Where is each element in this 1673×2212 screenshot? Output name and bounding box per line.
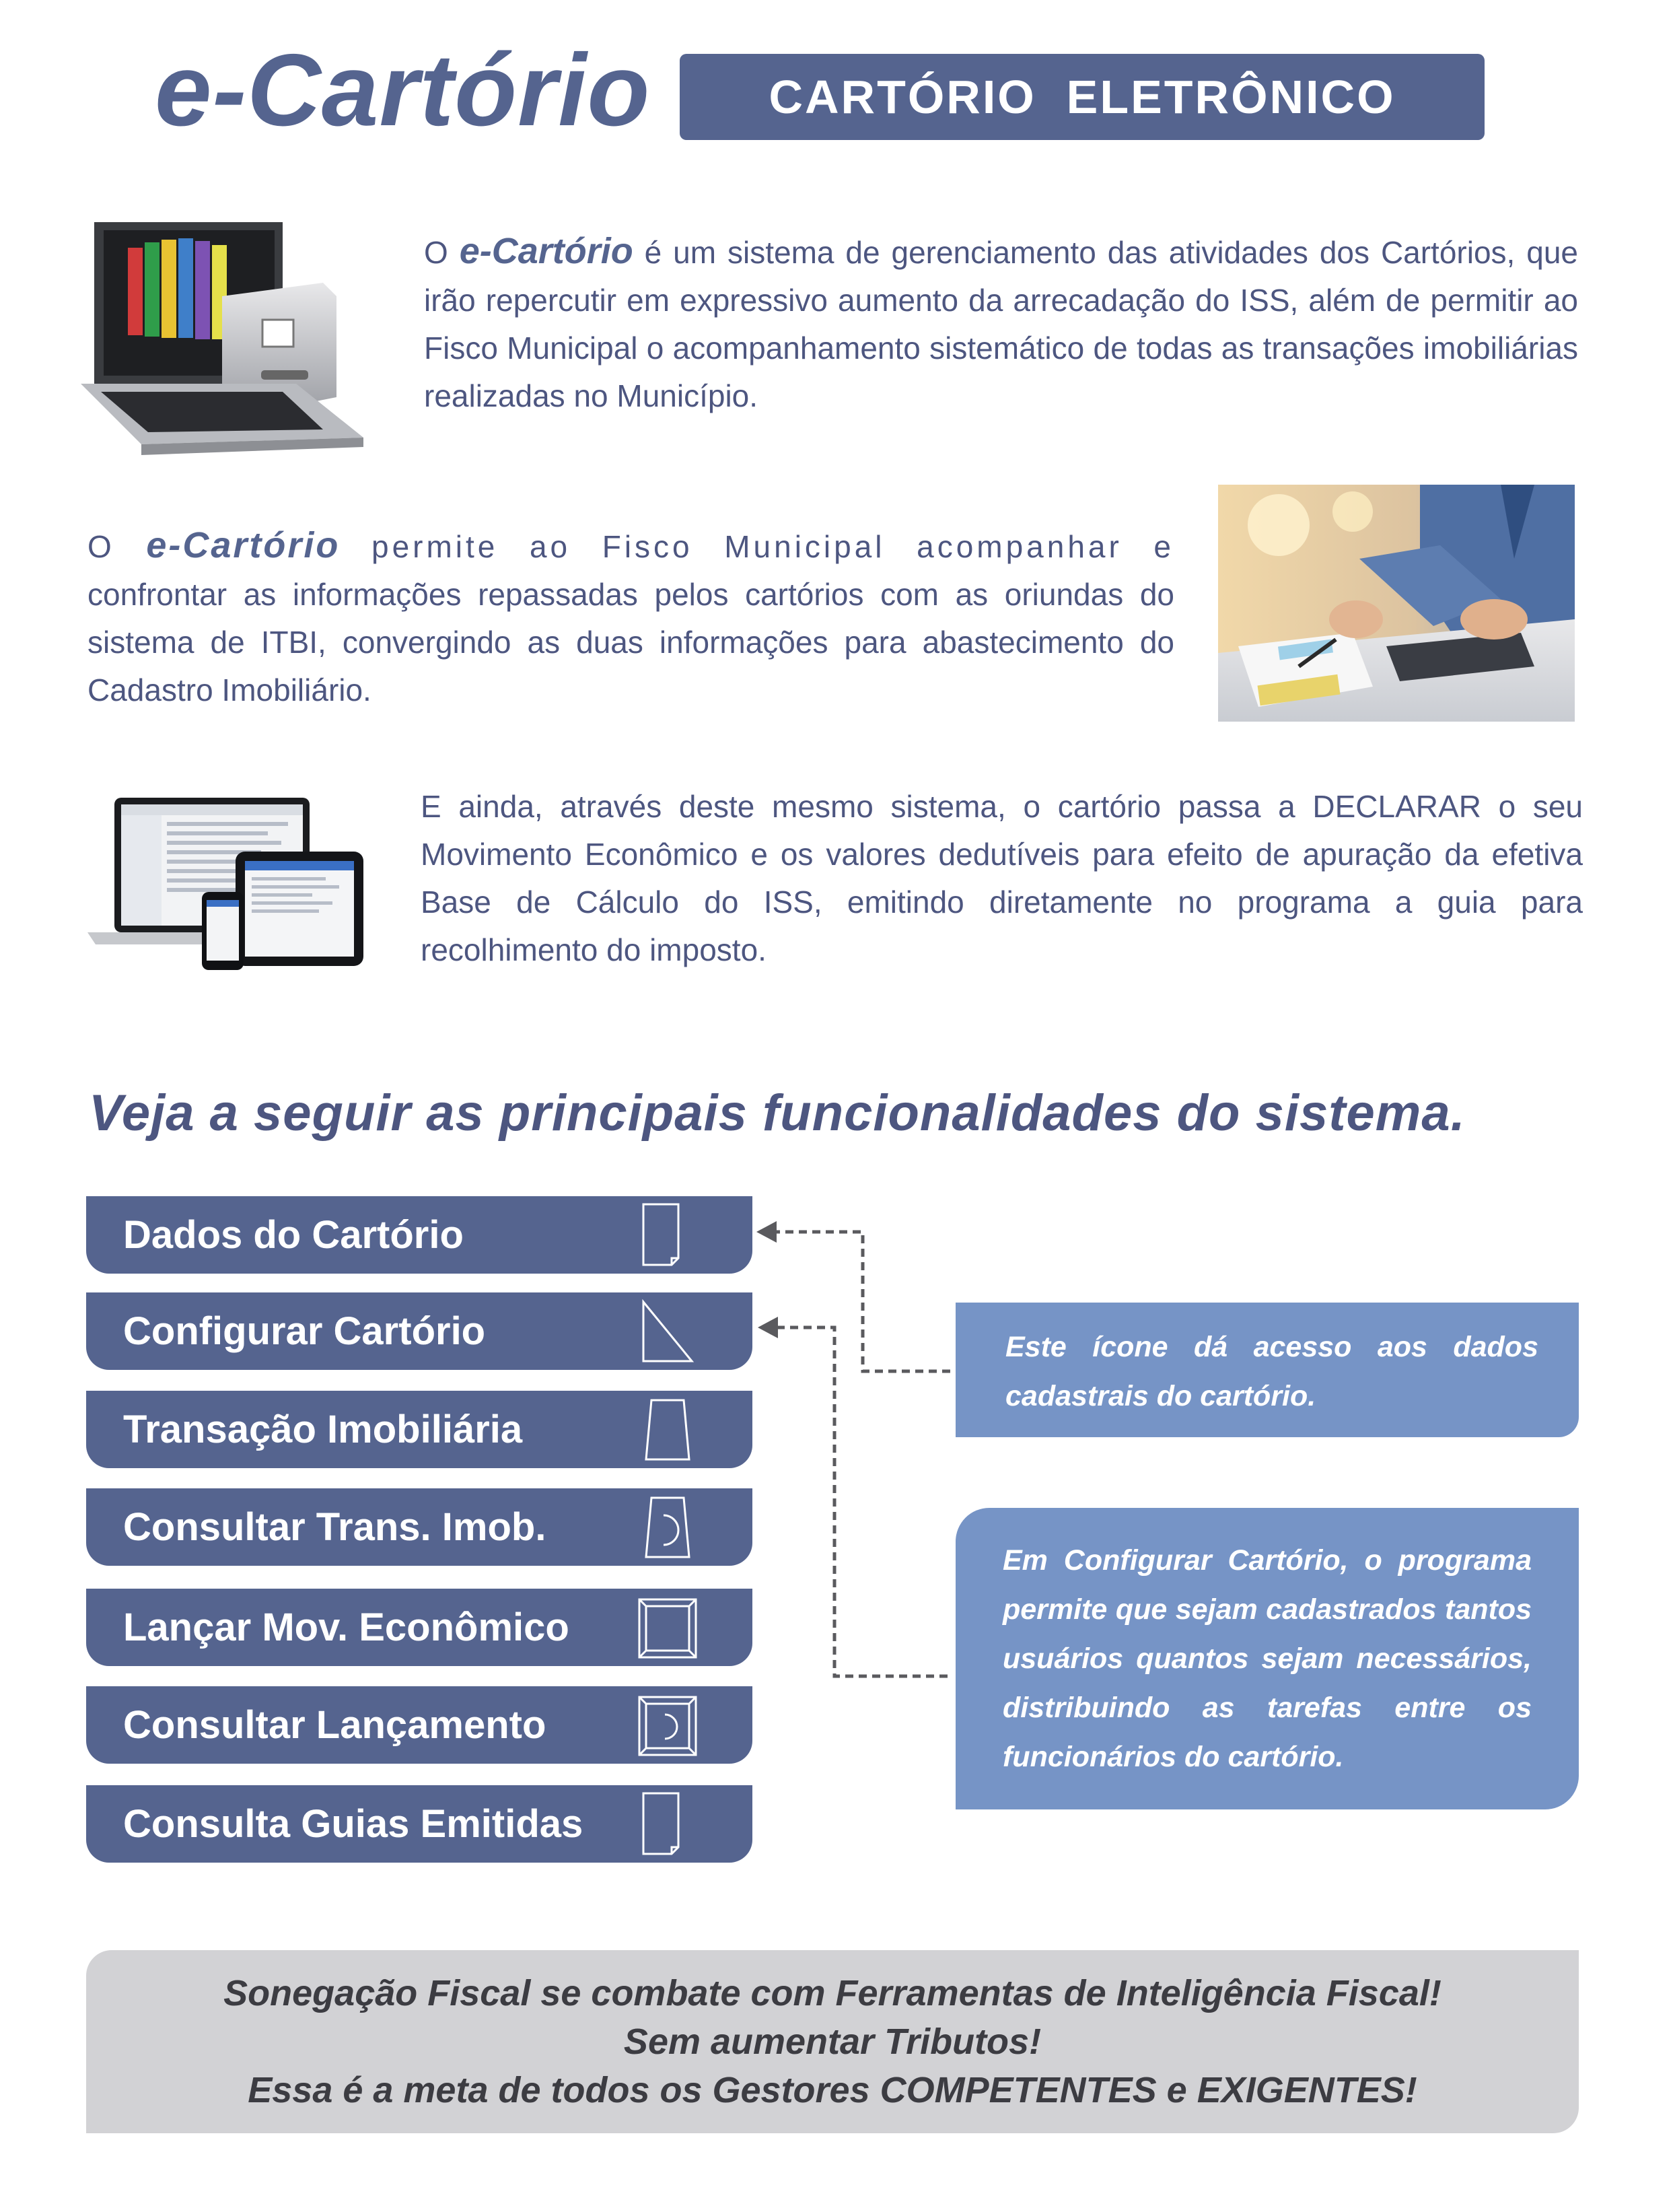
menu-label: Transação Imobiliária xyxy=(123,1408,523,1451)
intro-p2-lead: O xyxy=(87,529,147,564)
menu-consultar-lancamento[interactable]: Consultar Lançamento xyxy=(86,1686,752,1764)
menu-label: Consultar Trans. Imob. xyxy=(123,1505,546,1549)
connector-line-2 xyxy=(774,1325,948,1678)
menu-consultar-trans-imob[interactable]: Consultar Trans. Imob. xyxy=(86,1488,752,1566)
menu-label: Consultar Lançamento xyxy=(123,1703,546,1747)
devices-illustration xyxy=(87,798,363,970)
features-heading: Veja a seguir as principais funcionalida… xyxy=(89,1084,1466,1142)
footer-line-1: Sonegação Fiscal se combate com Ferramen… xyxy=(223,1973,1441,2013)
intro-p1-lead: O xyxy=(424,235,460,270)
trapezoid-search-icon xyxy=(645,1496,690,1558)
footer-line-3: Essa é a meta de todos os Gestores COMPE… xyxy=(248,2070,1417,2110)
connector-line-1 xyxy=(773,1230,950,1373)
menu-dados-do-cartorio[interactable]: Dados do Cartório xyxy=(86,1196,752,1274)
intro-p1-rest: é um sistema de gerenciamento das ativid… xyxy=(424,235,1578,413)
intro-p2-rest: confrontar as informações repassadas pel… xyxy=(87,577,1174,707)
menu-lancar-mov-economico[interactable]: Lançar Mov. Econômico xyxy=(86,1589,752,1666)
footer-line-2: Sem aumentar Tributos! xyxy=(623,2021,1042,2062)
intro-paragraph-2: O e-Cartório permite ao Fisco Municipal … xyxy=(87,522,1174,714)
callout-dados-cartorio: Este ícone dá acesso aos dados cadastrai… xyxy=(956,1303,1579,1437)
menu-label: Consulta Guias Emitidas xyxy=(123,1802,583,1846)
intro-paragraph-3: E ainda, através deste mesmo sistema, o … xyxy=(421,789,1583,967)
menu-configurar-cartorio[interactable]: Configurar Cartório xyxy=(86,1292,752,1370)
footer-slogan-box: Sonegação Fiscal se combate com Ferramen… xyxy=(86,1950,1579,2133)
triangle-icon xyxy=(642,1299,695,1362)
header-banner: CARTÓRIO ELETRÔNICO xyxy=(680,54,1485,140)
callout-connectors xyxy=(756,1221,950,1678)
frame-icon xyxy=(638,1598,697,1659)
menu-consulta-guias-emitidas[interactable]: Consulta Guias Emitidas xyxy=(86,1785,752,1863)
document-icon xyxy=(642,1203,680,1266)
intro-paragraph-1: O e-Cartório é um sistema de gerenciamen… xyxy=(424,228,1578,420)
menu-transacao-imobiliaria[interactable]: Transação Imobiliária xyxy=(86,1391,752,1468)
office-worker-photo xyxy=(1218,485,1575,722)
menu-label: Dados do Cartório xyxy=(123,1213,464,1257)
frame-search-icon xyxy=(638,1696,697,1756)
intro-p2-lead-rest: permite ao Fisco Municipal acompanhar e xyxy=(340,529,1174,564)
arrowhead-1-icon xyxy=(756,1221,777,1243)
laptop-file-drawer-illustration xyxy=(81,222,363,455)
trapezoid-icon xyxy=(645,1399,690,1461)
intro-p2-brand: e-Cartório xyxy=(146,525,341,565)
menu-label: Configurar Cartório xyxy=(123,1309,486,1353)
callout-configurar-cartorio: Em Configurar Cartório, o programa permi… xyxy=(956,1508,1579,1809)
intro-p1-brand: e-Cartório xyxy=(459,231,633,271)
brand-title: e-Cartório xyxy=(155,33,651,147)
menu-label: Lançar Mov. Econômico xyxy=(123,1605,569,1649)
document-icon xyxy=(642,1792,680,1855)
arrowhead-2-icon xyxy=(758,1317,778,1338)
